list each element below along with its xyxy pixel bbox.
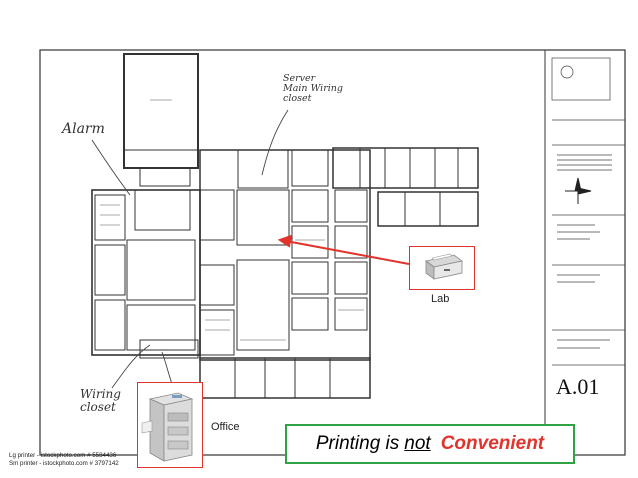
server-closet-annotation: Server Main Wiring closet (283, 73, 343, 104)
lab-printer-callout (409, 246, 475, 290)
office-label: Office (211, 421, 240, 433)
small-printer-icon (425, 253, 463, 280)
credit-line-small: Sm printer - istockphoto.com # 3797142 (9, 460, 119, 468)
office-printer-callout (137, 382, 203, 468)
alarm-annotation: Alarm (62, 121, 105, 137)
sheet-number: A.01 (556, 374, 600, 399)
credit-line-large: Lg printer - istockphoto.com # 5584436 (9, 452, 117, 459)
printing-banner: Printing is not Convenient (285, 424, 575, 464)
large-copier-icon (141, 392, 194, 462)
banner-text-convenient: Convenient (440, 433, 545, 454)
image-credits: Lg printer - istockphoto.com # 5584436 S… (9, 452, 119, 469)
lab-label: Lab (431, 293, 450, 305)
lab-arrow (277, 234, 410, 265)
wiring-closet-annotation: Wiring closet (80, 387, 121, 414)
north-arrow-icon (565, 177, 592, 204)
banner-text-1: Printing is (315, 433, 400, 454)
banner-text-not: not (404, 433, 431, 454)
